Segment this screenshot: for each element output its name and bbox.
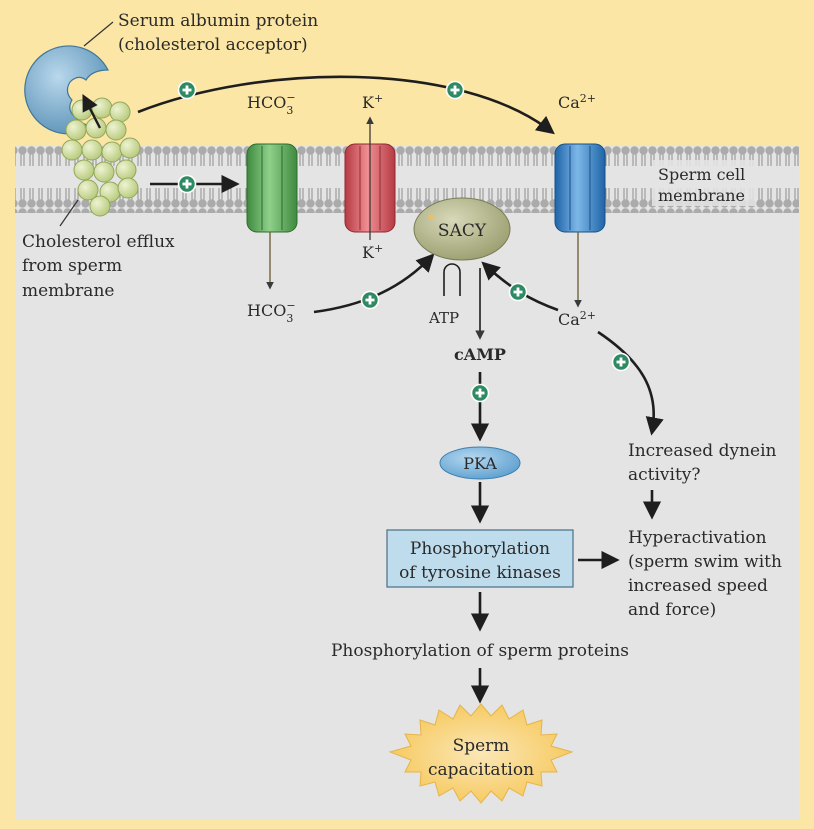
hco3-channel	[246, 143, 298, 233]
efflux-label-line2: from sperm	[22, 256, 122, 276]
atp-label: ATP	[428, 309, 459, 327]
serum-albumin-protein	[24, 45, 109, 135]
membrane-label-line2: membrane	[658, 186, 745, 205]
capacitation-starburst	[388, 703, 574, 804]
hyper-line3: increased speed	[628, 576, 768, 596]
hco3-outside-label: HCO3−	[247, 91, 296, 117]
dynein-line2: activity?	[628, 465, 701, 485]
dynein-line1: Increased dynein	[628, 441, 777, 461]
ca-channel	[554, 143, 606, 233]
k-inside-label: K+	[362, 242, 383, 262]
hco3-inside-label: HCO3−	[247, 299, 296, 325]
ca-outside-label: Ca2+	[558, 92, 596, 112]
sacy-label: SACY	[438, 221, 487, 241]
membrane-label-line1: Sperm cell	[658, 165, 745, 184]
phos-tyr-line1: Phosphorylation	[410, 539, 550, 559]
plus-icon	[508, 282, 528, 302]
phos-proteins-label: Phosphorylation of sperm proteins	[331, 641, 629, 661]
plus-icon	[445, 80, 465, 100]
efflux-label-line3: membrane	[22, 281, 114, 301]
k-outside-label: K+	[362, 92, 383, 112]
plus-icon	[611, 352, 631, 372]
capacitation-line2: capacitation	[428, 760, 534, 780]
cell-interior	[15, 145, 799, 819]
sacy-enzyme	[413, 197, 511, 261]
pka-enzyme	[439, 446, 521, 480]
phos-tyr-line2: of tyrosine kinases	[399, 563, 561, 583]
efflux-label-line1: Cholesterol efflux	[22, 232, 175, 252]
ca-inside-label: Ca2+	[558, 309, 596, 329]
hyper-line1: Hyperactivation	[628, 528, 767, 548]
plus-icon	[470, 383, 490, 403]
hyper-line4: and force)	[628, 600, 716, 620]
phosphorylation-box	[386, 529, 574, 588]
pka-label: PKA	[463, 454, 497, 473]
capacitation-line1: Sperm	[453, 736, 510, 756]
plus-icon	[177, 80, 197, 100]
camp-label: cAMP	[454, 345, 506, 364]
hyper-line2: (sperm swim with	[628, 552, 782, 572]
plus-icon	[177, 174, 197, 194]
cholesterol-cluster	[61, 97, 141, 217]
serum-albumin-label: Serum albumin protein	[118, 11, 318, 31]
cholesterol-acceptor-label: (cholesterol acceptor)	[118, 35, 308, 55]
plus-icon	[360, 290, 380, 310]
